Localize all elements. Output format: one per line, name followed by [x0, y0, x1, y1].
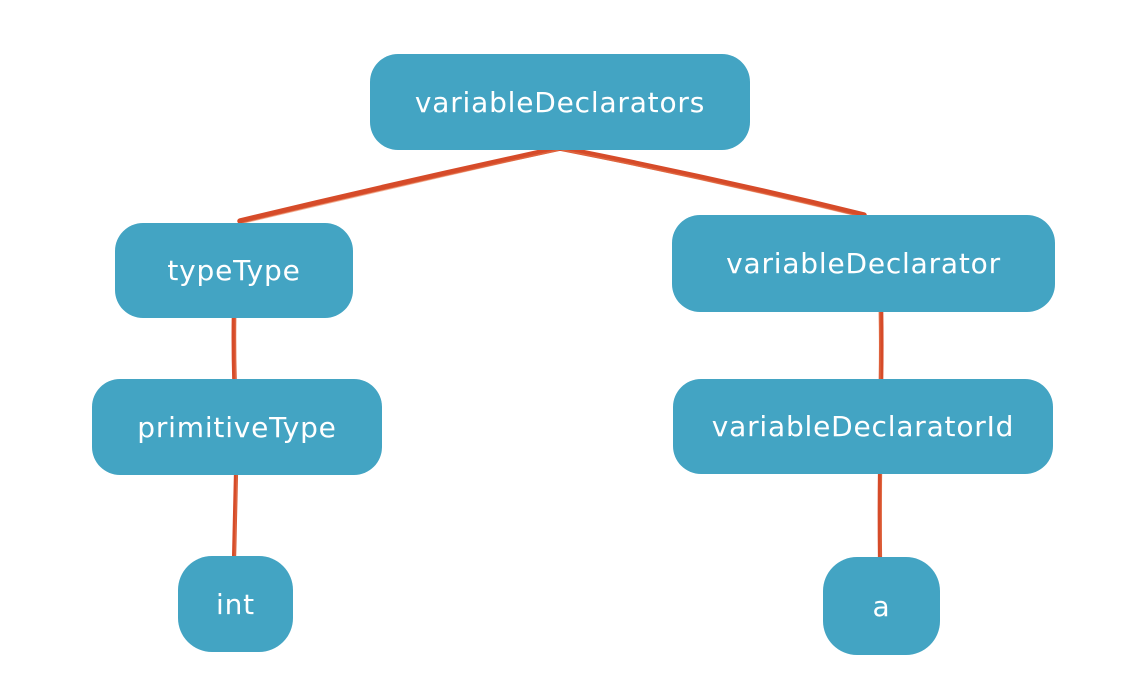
edge-primitiveType-int-texture: [234, 474, 238, 559]
tree-node-variableDeclarators: variableDeclarators: [370, 54, 750, 150]
edge-variableDeclarators-typeType-texture: [242, 149, 560, 224]
edge-typeType-primitiveType: [231, 313, 237, 384]
edge-primitiveType-int: [231, 470, 239, 563]
edge-variableDeclarators-variableDeclarator-texture: [561, 149, 863, 218]
tree-node-primitiveType: primitiveType: [92, 379, 382, 475]
tree-node-variableDeclaratorId: variableDeclaratorId: [673, 379, 1053, 474]
tree-node-label: typeType: [167, 254, 301, 287]
tree-node-label: int: [216, 587, 255, 621]
tree-node-label: variableDeclarator: [726, 247, 1001, 280]
edge-variableDeclarators-typeType: [237, 145, 563, 224]
edge-variableDeclaratorId-a-texture: [880, 473, 883, 557]
tree-node-a: a: [823, 557, 940, 655]
tree-node-label: variableDeclaratorId: [711, 410, 1015, 443]
tree-node-int: int: [178, 556, 293, 652]
tree-node-variableDeclarator: variableDeclarator: [672, 215, 1055, 312]
tree-node-typeType: typeType: [115, 223, 353, 318]
tree-node-label: a: [872, 589, 891, 623]
edge-variableDeclarators-variableDeclarator: [557, 145, 867, 218]
tree-node-label: primitiveType: [137, 410, 337, 444]
tree-node-label: variableDeclarators: [414, 85, 706, 119]
edge-variableDeclarator-variableDeclaratorId-texture: [878, 311, 881, 380]
